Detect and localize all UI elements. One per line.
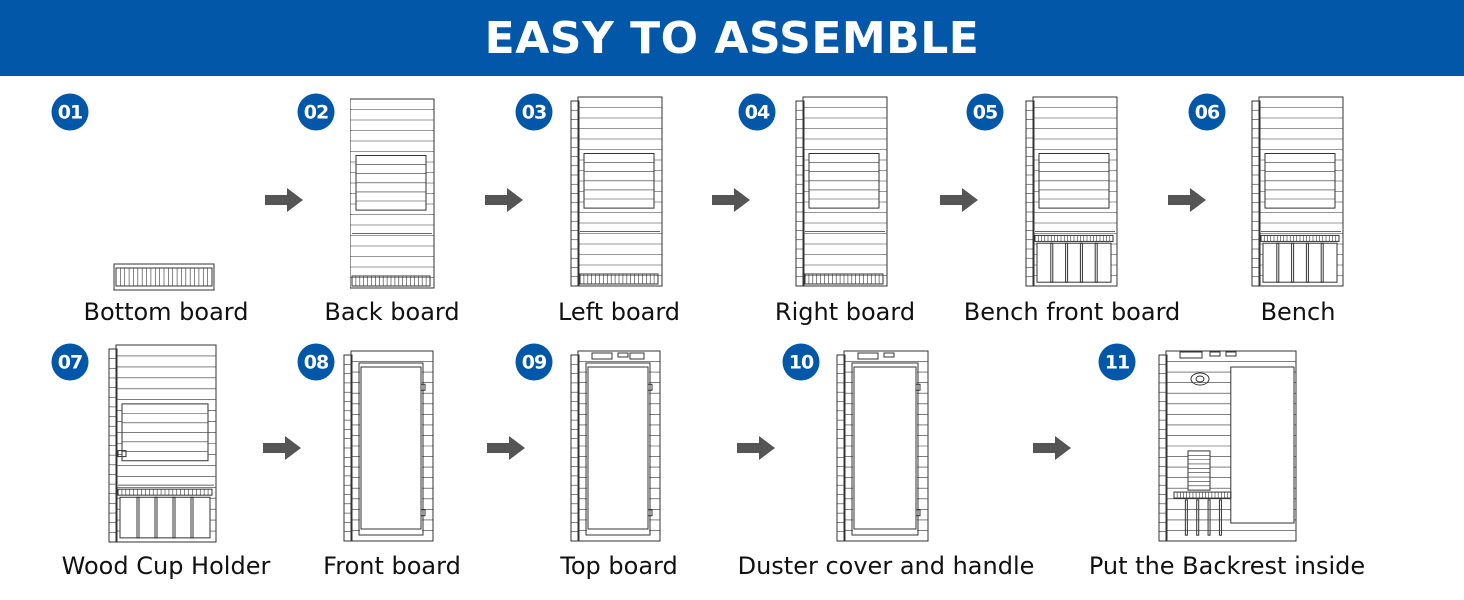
step-number-badge: 07 bbox=[51, 343, 89, 381]
page-title: EASY TO ASSEMBLE bbox=[484, 12, 980, 64]
step-label: Back board bbox=[324, 298, 460, 326]
step-number-badge: 06 bbox=[1188, 93, 1226, 131]
step-illustration-bench bbox=[1251, 96, 1344, 287]
arrow-right-icon bbox=[712, 188, 750, 212]
arrow-right-icon bbox=[1033, 436, 1071, 460]
step-illustration-backrest bbox=[1158, 350, 1297, 542]
step-illustration-front bbox=[343, 350, 434, 542]
arrow-right-icon bbox=[737, 436, 775, 460]
step-label: Left board bbox=[557, 298, 681, 326]
step-number-badge: 02 bbox=[297, 93, 335, 131]
step-label: Put the Backrest inside bbox=[1088, 552, 1366, 580]
step-label: Bench front board bbox=[963, 298, 1181, 326]
step-label: Right board bbox=[774, 298, 916, 326]
step-illustration-duster bbox=[836, 350, 929, 542]
header-banner: EASY TO ASSEMBLE bbox=[0, 0, 1464, 76]
arrow-right-icon bbox=[1168, 188, 1206, 212]
step-label: Bottom board bbox=[83, 298, 249, 326]
step-number-badge: 03 bbox=[515, 93, 553, 131]
step-number-badge: 01 bbox=[51, 93, 89, 131]
step-illustration-back bbox=[350, 98, 435, 289]
arrow-right-icon bbox=[940, 188, 978, 212]
step-label: Front board bbox=[323, 552, 461, 580]
step-label: Bench bbox=[1260, 298, 1336, 326]
step-illustration-top bbox=[570, 350, 661, 542]
step-label: Duster cover and handle bbox=[737, 552, 1035, 580]
step-illustration-cup bbox=[108, 344, 217, 543]
step-illustration-benchfront bbox=[1025, 96, 1118, 287]
step-illustration-bottom bbox=[113, 263, 215, 291]
arrow-right-icon bbox=[263, 436, 301, 460]
step-illustration-right bbox=[795, 96, 888, 287]
step-number-badge: 05 bbox=[966, 93, 1004, 131]
arrow-right-icon bbox=[265, 188, 303, 212]
step-label: Wood Cup Holder bbox=[61, 552, 271, 580]
step-label: Top board bbox=[560, 552, 678, 580]
arrow-right-icon bbox=[485, 188, 523, 212]
step-number-badge: 10 bbox=[782, 343, 820, 381]
arrow-right-icon bbox=[487, 436, 525, 460]
step-number-badge: 11 bbox=[1098, 343, 1136, 381]
step-number-badge: 08 bbox=[297, 343, 335, 381]
step-illustration-left bbox=[570, 96, 663, 287]
step-number-badge: 09 bbox=[515, 343, 553, 381]
step-number-badge: 04 bbox=[738, 93, 776, 131]
